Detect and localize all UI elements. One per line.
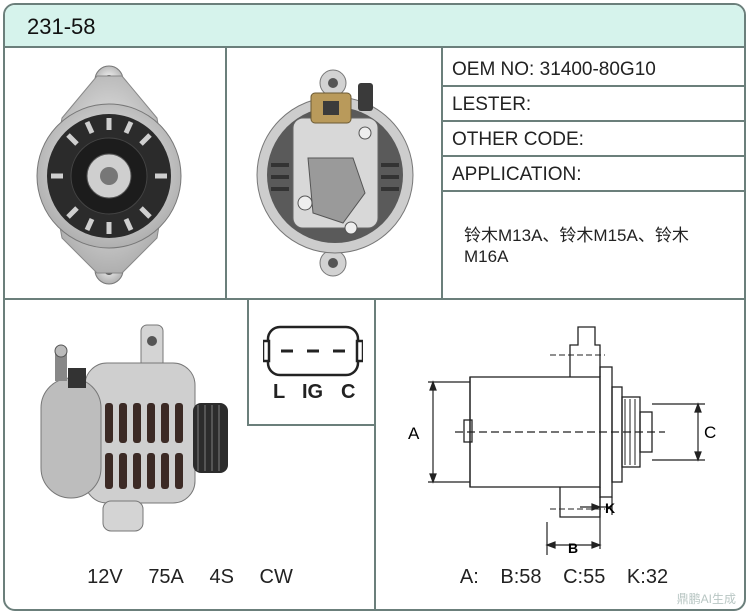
divider xyxy=(441,155,744,157)
dimension-values: A: B:58 C:55 K:32 xyxy=(378,566,744,589)
dimension-drawing: A C K B xyxy=(408,326,716,556)
divider xyxy=(247,424,376,426)
divider xyxy=(247,298,249,426)
dim-a-letter: A xyxy=(408,424,420,443)
plug-diagram xyxy=(263,325,363,377)
plug-pin-l: L xyxy=(273,381,286,403)
dim-c-value: C:55 xyxy=(563,566,606,588)
dim-a-value: A: xyxy=(459,566,479,588)
divider xyxy=(441,85,744,87)
spec-line: 12V 75A 4S CW xyxy=(5,566,375,589)
lester-label: LESTER: xyxy=(452,94,532,115)
alternator-front-image xyxy=(36,65,182,285)
alternator-rear-image xyxy=(256,69,414,277)
divider xyxy=(441,120,744,122)
application-line-2: M16A xyxy=(464,247,509,266)
spec-amperage: 75A xyxy=(148,566,184,588)
dim-k-letter: K xyxy=(605,500,615,516)
oem-label: OEM NO: xyxy=(452,59,535,80)
dim-c-letter: C xyxy=(704,423,716,442)
divider xyxy=(374,298,376,609)
divider xyxy=(225,48,227,300)
application-text: 铃木M13A、铃木M15A、铃木 M16A xyxy=(464,225,734,267)
plug-pin-c: C xyxy=(341,381,356,403)
spec-pulley: 4S xyxy=(209,566,234,588)
divider xyxy=(441,48,443,300)
alternator-side-image xyxy=(40,324,228,532)
application-label: APPLICATION: xyxy=(452,164,582,185)
dim-b-letter: B xyxy=(568,540,578,556)
plug-pin-ig: IG xyxy=(302,381,324,403)
spec-voltage: 12V xyxy=(87,566,123,588)
dim-b-value: B:58 xyxy=(500,566,542,588)
other-code-label: OTHER CODE: xyxy=(452,129,584,150)
watermark: 鼎鹏AI生成 xyxy=(676,592,736,606)
product-card: 231-58 OEM NO: 31400-80G10 LESTER: OTHER… xyxy=(3,3,746,611)
divider xyxy=(441,190,744,192)
header-bar: 231-58 xyxy=(5,5,744,48)
oem-row: OEM NO: 31400-80G10 xyxy=(452,59,656,81)
spec-rotation: CW xyxy=(259,566,293,588)
dim-k-value: K:32 xyxy=(626,566,669,588)
application-line-1: 铃木M13A、铃木M15A、铃木 xyxy=(464,226,689,245)
part-number: 231-58 xyxy=(27,14,96,39)
oem-value: 31400-80G10 xyxy=(539,59,656,80)
